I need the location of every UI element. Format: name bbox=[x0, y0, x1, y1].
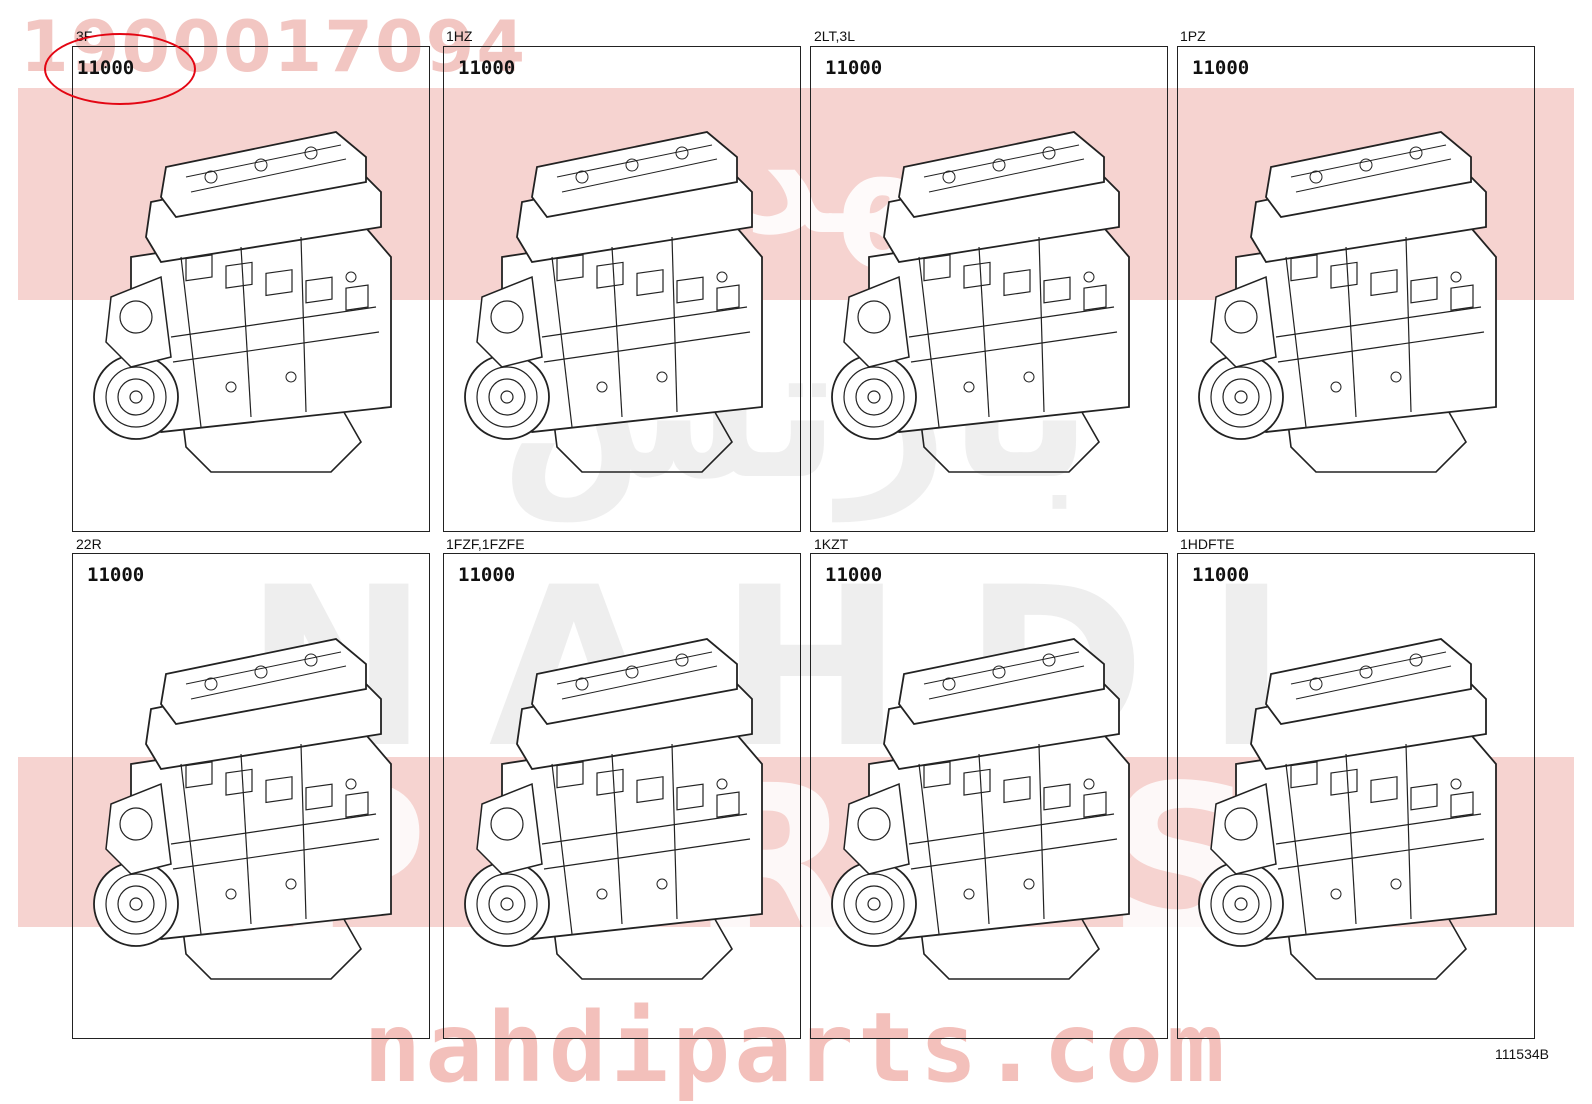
engine-illustration-1fzf-1fzfe bbox=[464, 638, 763, 980]
part-code-1hdfte[interactable]: 11000 bbox=[1192, 564, 1250, 586]
engine-panel-1kzt[interactable]: 11000 bbox=[810, 553, 1168, 1039]
engine-panel-3f[interactable]: 11000 bbox=[72, 46, 430, 532]
engine-illustration-1pz bbox=[1198, 131, 1497, 473]
watermark-site: nahdiparts.com bbox=[363, 992, 1229, 1104]
part-code-22r[interactable]: 11000 bbox=[87, 564, 145, 586]
engine-panel-1pz[interactable]: 11000 bbox=[1177, 46, 1535, 532]
part-code-1kzt[interactable]: 11000 bbox=[825, 564, 883, 586]
engine-illustration-1hz bbox=[464, 131, 763, 473]
engine-panel-1hdfte[interactable]: 11000 bbox=[1177, 553, 1535, 1039]
part-code-1hz[interactable]: 11000 bbox=[458, 57, 516, 79]
engine-panel-2lt-3l[interactable]: 11000 bbox=[810, 46, 1168, 532]
part-code-1pz[interactable]: 11000 bbox=[1192, 57, 1250, 79]
engine-label-1hz: 1HZ bbox=[446, 28, 473, 44]
engine-label-22r: 22R bbox=[76, 536, 102, 552]
engine-illustration-1kzt bbox=[831, 638, 1130, 980]
engine-label-1pz: 1PZ bbox=[1180, 28, 1206, 44]
engine-panel-22r[interactable]: 11000 bbox=[72, 553, 430, 1039]
highlight-ring bbox=[44, 33, 196, 105]
engine-illustration-3f bbox=[93, 131, 392, 473]
part-code-2lt-3l[interactable]: 11000 bbox=[825, 57, 883, 79]
part-code-1fzf-1fzfe[interactable]: 11000 bbox=[458, 564, 516, 586]
engine-illustration-22r bbox=[93, 638, 392, 980]
engine-label-1fzf-1fzfe: 1FZF,1FZFE bbox=[446, 536, 525, 552]
engine-panel-1fzf-1fzfe[interactable]: 11000 bbox=[443, 553, 801, 1039]
engine-illustration-2lt-3l bbox=[831, 131, 1130, 473]
diagram-reference: 111534B bbox=[1495, 1046, 1549, 1062]
engine-label-2lt-3l: 2LT,3L bbox=[814, 28, 855, 44]
engine-panel-1hz[interactable]: 11000 bbox=[443, 46, 801, 532]
engine-illustration-1hdfte bbox=[1198, 638, 1497, 980]
engine-label-1kzt: 1KZT bbox=[814, 536, 849, 552]
engine-label-1hdfte: 1HDFTE bbox=[1180, 536, 1235, 552]
